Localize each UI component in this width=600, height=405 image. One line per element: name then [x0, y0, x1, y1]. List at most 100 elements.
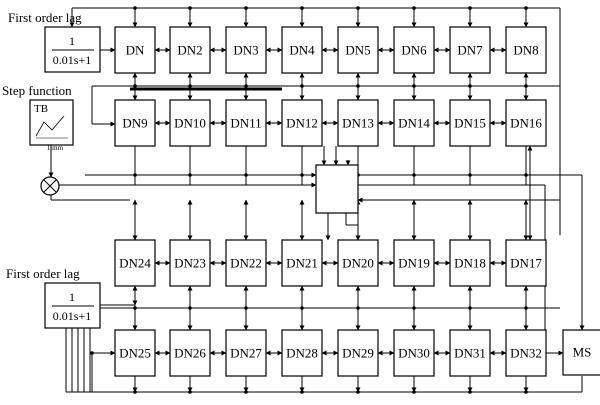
node-label: DN4	[289, 43, 315, 58]
node-label: DN20	[342, 256, 374, 271]
node-box	[114, 329, 156, 377]
node-dn25[interactable]: DN25	[114, 329, 156, 377]
node-row-1: DN DN2 DN3 DN4 DN5 DN6 DN7 DN8	[114, 26, 547, 74]
node-dn18[interactable]: DN18	[449, 239, 491, 287]
node-box	[505, 26, 547, 74]
node-dn32[interactable]: DN32	[505, 329, 547, 377]
node-dn26[interactable]: DN26	[169, 329, 211, 377]
node-label: DN23	[174, 256, 206, 271]
node-dn3[interactable]: DN3	[225, 26, 267, 74]
node-dn12[interactable]: DN12	[281, 99, 323, 147]
tf-denominator-bottom: 0.01s+1	[53, 309, 91, 323]
node-box	[169, 99, 211, 147]
node-label: DN17	[510, 256, 542, 271]
node-box	[281, 99, 323, 147]
node-label: DN2	[177, 43, 202, 58]
node-label: DN30	[398, 346, 430, 361]
node-dn13[interactable]: DN13	[337, 99, 379, 147]
node-label: DN24	[119, 256, 151, 271]
tf-numerator-top: 1	[69, 34, 75, 48]
node-box	[449, 239, 491, 287]
summing-junction-icon	[40, 176, 60, 196]
node-dn8[interactable]: DN8	[505, 26, 547, 74]
node-dn23[interactable]: DN23	[169, 239, 211, 287]
node-box	[449, 26, 491, 74]
node-label: DN7	[457, 43, 483, 58]
step-function-block[interactable]: TB 1.mm	[29, 99, 74, 152]
node-dn30[interactable]: DN30	[393, 329, 435, 377]
node-label: DN11	[230, 116, 261, 131]
node-dn29[interactable]: DN29	[337, 329, 379, 377]
node-label: DN12	[286, 116, 318, 131]
node-label: DN32	[510, 346, 542, 361]
node-row-4: DN25 DN26 DN27 DN28 DN29 DN30 DN31 DN32	[114, 329, 547, 377]
ms-label: MS	[573, 345, 592, 360]
first-order-lag-block-bottom[interactable]: 1 0.01s+1	[44, 282, 101, 329]
node-label: DN27	[230, 346, 262, 361]
node-dn22[interactable]: DN22	[225, 239, 267, 287]
node-dn27[interactable]: DN27	[225, 329, 267, 377]
node-box	[337, 329, 379, 377]
node-label: DN18	[454, 256, 486, 271]
node-dn16[interactable]: DN16	[505, 99, 547, 147]
node-dn2[interactable]: DN2	[169, 26, 211, 74]
node-dn5[interactable]: DN5	[337, 26, 379, 74]
node-box	[114, 239, 156, 287]
node-box	[337, 26, 379, 74]
node-dn24[interactable]: DN24	[114, 239, 156, 287]
step-time-label: 1.mm	[47, 144, 64, 152]
node-dn7[interactable]: DN7	[449, 26, 491, 74]
node-dn21[interactable]: DN21	[281, 239, 323, 287]
node-box	[225, 239, 267, 287]
node-box	[337, 239, 379, 287]
node-label: DN21	[286, 256, 318, 271]
node-box	[169, 329, 211, 377]
node-dn19[interactable]: DN19	[393, 239, 435, 287]
caption-step-function: Step function	[2, 83, 72, 98]
node-box	[225, 329, 267, 377]
node-dn[interactable]: DN	[114, 26, 156, 74]
node-dn20[interactable]: DN20	[337, 239, 379, 287]
node-dn28[interactable]: DN28	[281, 329, 323, 377]
node-dn31[interactable]: DN31	[449, 329, 491, 377]
node-box	[169, 239, 211, 287]
caption-first-order-lag-bottom: First order lag	[6, 266, 80, 281]
node-label: DN31	[454, 346, 486, 361]
node-box	[393, 239, 435, 287]
node-label: DN25	[119, 346, 151, 361]
node-box	[281, 329, 323, 377]
node-label: DN13	[342, 116, 374, 131]
node-dn14[interactable]: DN14	[393, 99, 435, 147]
node-dn4[interactable]: DN4	[281, 26, 323, 74]
node-box	[225, 99, 267, 147]
node-box	[505, 329, 547, 377]
node-label: DN28	[286, 346, 318, 361]
node-box	[505, 239, 547, 287]
central-bus-block[interactable]	[315, 164, 359, 214]
node-box	[393, 99, 435, 147]
node-dn17[interactable]: DN17	[505, 239, 547, 287]
node-box	[449, 99, 491, 147]
node-label: DN22	[230, 256, 262, 271]
step-block-label: TB	[34, 103, 48, 115]
node-dn15[interactable]: DN15	[449, 99, 491, 147]
node-label: DN3	[233, 43, 258, 58]
node-dn6[interactable]: DN6	[393, 26, 435, 74]
tf-numerator-bottom: 1	[69, 290, 75, 304]
node-dn10[interactable]: DN10	[169, 99, 211, 147]
caption-first-order-lag-top: First order lag	[8, 10, 82, 25]
node-box	[449, 329, 491, 377]
node-dn11[interactable]: DN11	[225, 99, 267, 147]
tf-denominator-top: 0.01s+1	[53, 53, 91, 67]
first-order-lag-block-top[interactable]: 1 0.01s+1	[44, 26, 101, 73]
node-row-3: DN24 DN23 DN22 DN21 DN20 DN19 DN18 DN17	[114, 239, 547, 287]
ms-block[interactable]: MS	[562, 329, 600, 376]
node-box	[169, 26, 211, 74]
node-label: DN19	[398, 256, 430, 271]
step-graph-icon	[35, 115, 65, 137]
node-dn9[interactable]: DN9	[114, 99, 156, 147]
node-box	[114, 99, 156, 147]
node-label: DN14	[398, 116, 430, 131]
